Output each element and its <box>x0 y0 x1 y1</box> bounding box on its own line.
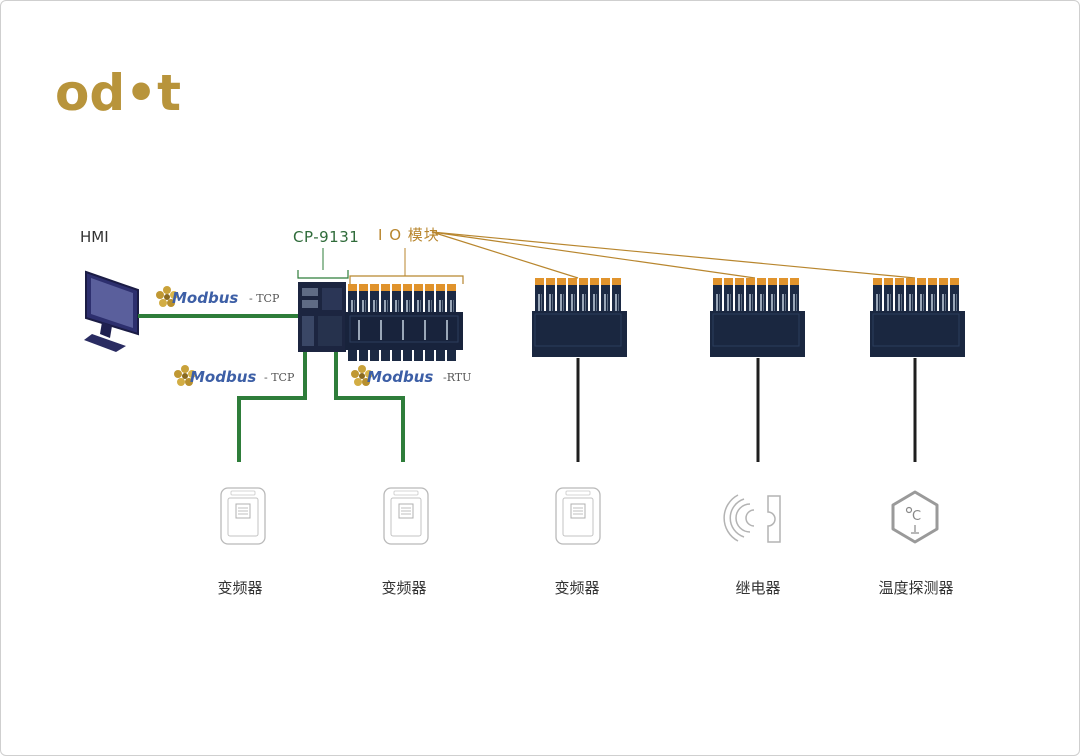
protocol-suffix: -RTU <box>443 371 471 384</box>
device-label: 变频器 <box>217 579 262 597</box>
protocol-suffix: - TCP <box>249 292 280 305</box>
protocol-label-tcp: Modbus - TCP <box>174 365 295 386</box>
hmi-label: HMI <box>80 228 109 246</box>
io-module-bracket <box>349 275 464 284</box>
inverter-icon <box>383 487 429 545</box>
hmi-monitor-icon <box>84 270 139 352</box>
protocol-suffix: - TCP <box>264 371 295 384</box>
protocol-brand: Modbus <box>190 368 256 386</box>
remote-io-station-3 <box>870 278 965 357</box>
inverter-icon <box>555 487 601 545</box>
protocol-label-hmi: Modbus - TCP <box>156 286 280 307</box>
io-module-label: I O 模块 <box>378 226 440 244</box>
main-io-station <box>298 282 463 361</box>
temperature-sensor-icon: C <box>891 490 939 544</box>
inverter-icon <box>220 487 266 545</box>
svg-text:C: C <box>912 509 921 524</box>
logo-text: od•t <box>55 64 181 122</box>
device-label: 温度探测器 <box>878 579 953 597</box>
coupler-bracket <box>297 270 349 279</box>
coupler-label: CP-9131 <box>293 228 359 246</box>
odot-logo: od•t <box>55 64 181 122</box>
ethernet-links <box>138 314 405 462</box>
protocol-brand: Modbus <box>367 368 433 386</box>
device-label: 继电器 <box>735 579 780 597</box>
io-module-links <box>431 231 916 279</box>
fieldbus-drops <box>576 358 917 462</box>
protocol-brand: Modbus <box>172 289 238 307</box>
device-label: 变频器 <box>381 579 426 597</box>
relay-icon <box>723 494 781 543</box>
device-label: 变频器 <box>554 579 599 597</box>
protocol-label-rtu: Modbus -RTU <box>351 365 471 386</box>
remote-io-station-1 <box>532 278 627 357</box>
remote-io-station-2 <box>710 278 805 357</box>
